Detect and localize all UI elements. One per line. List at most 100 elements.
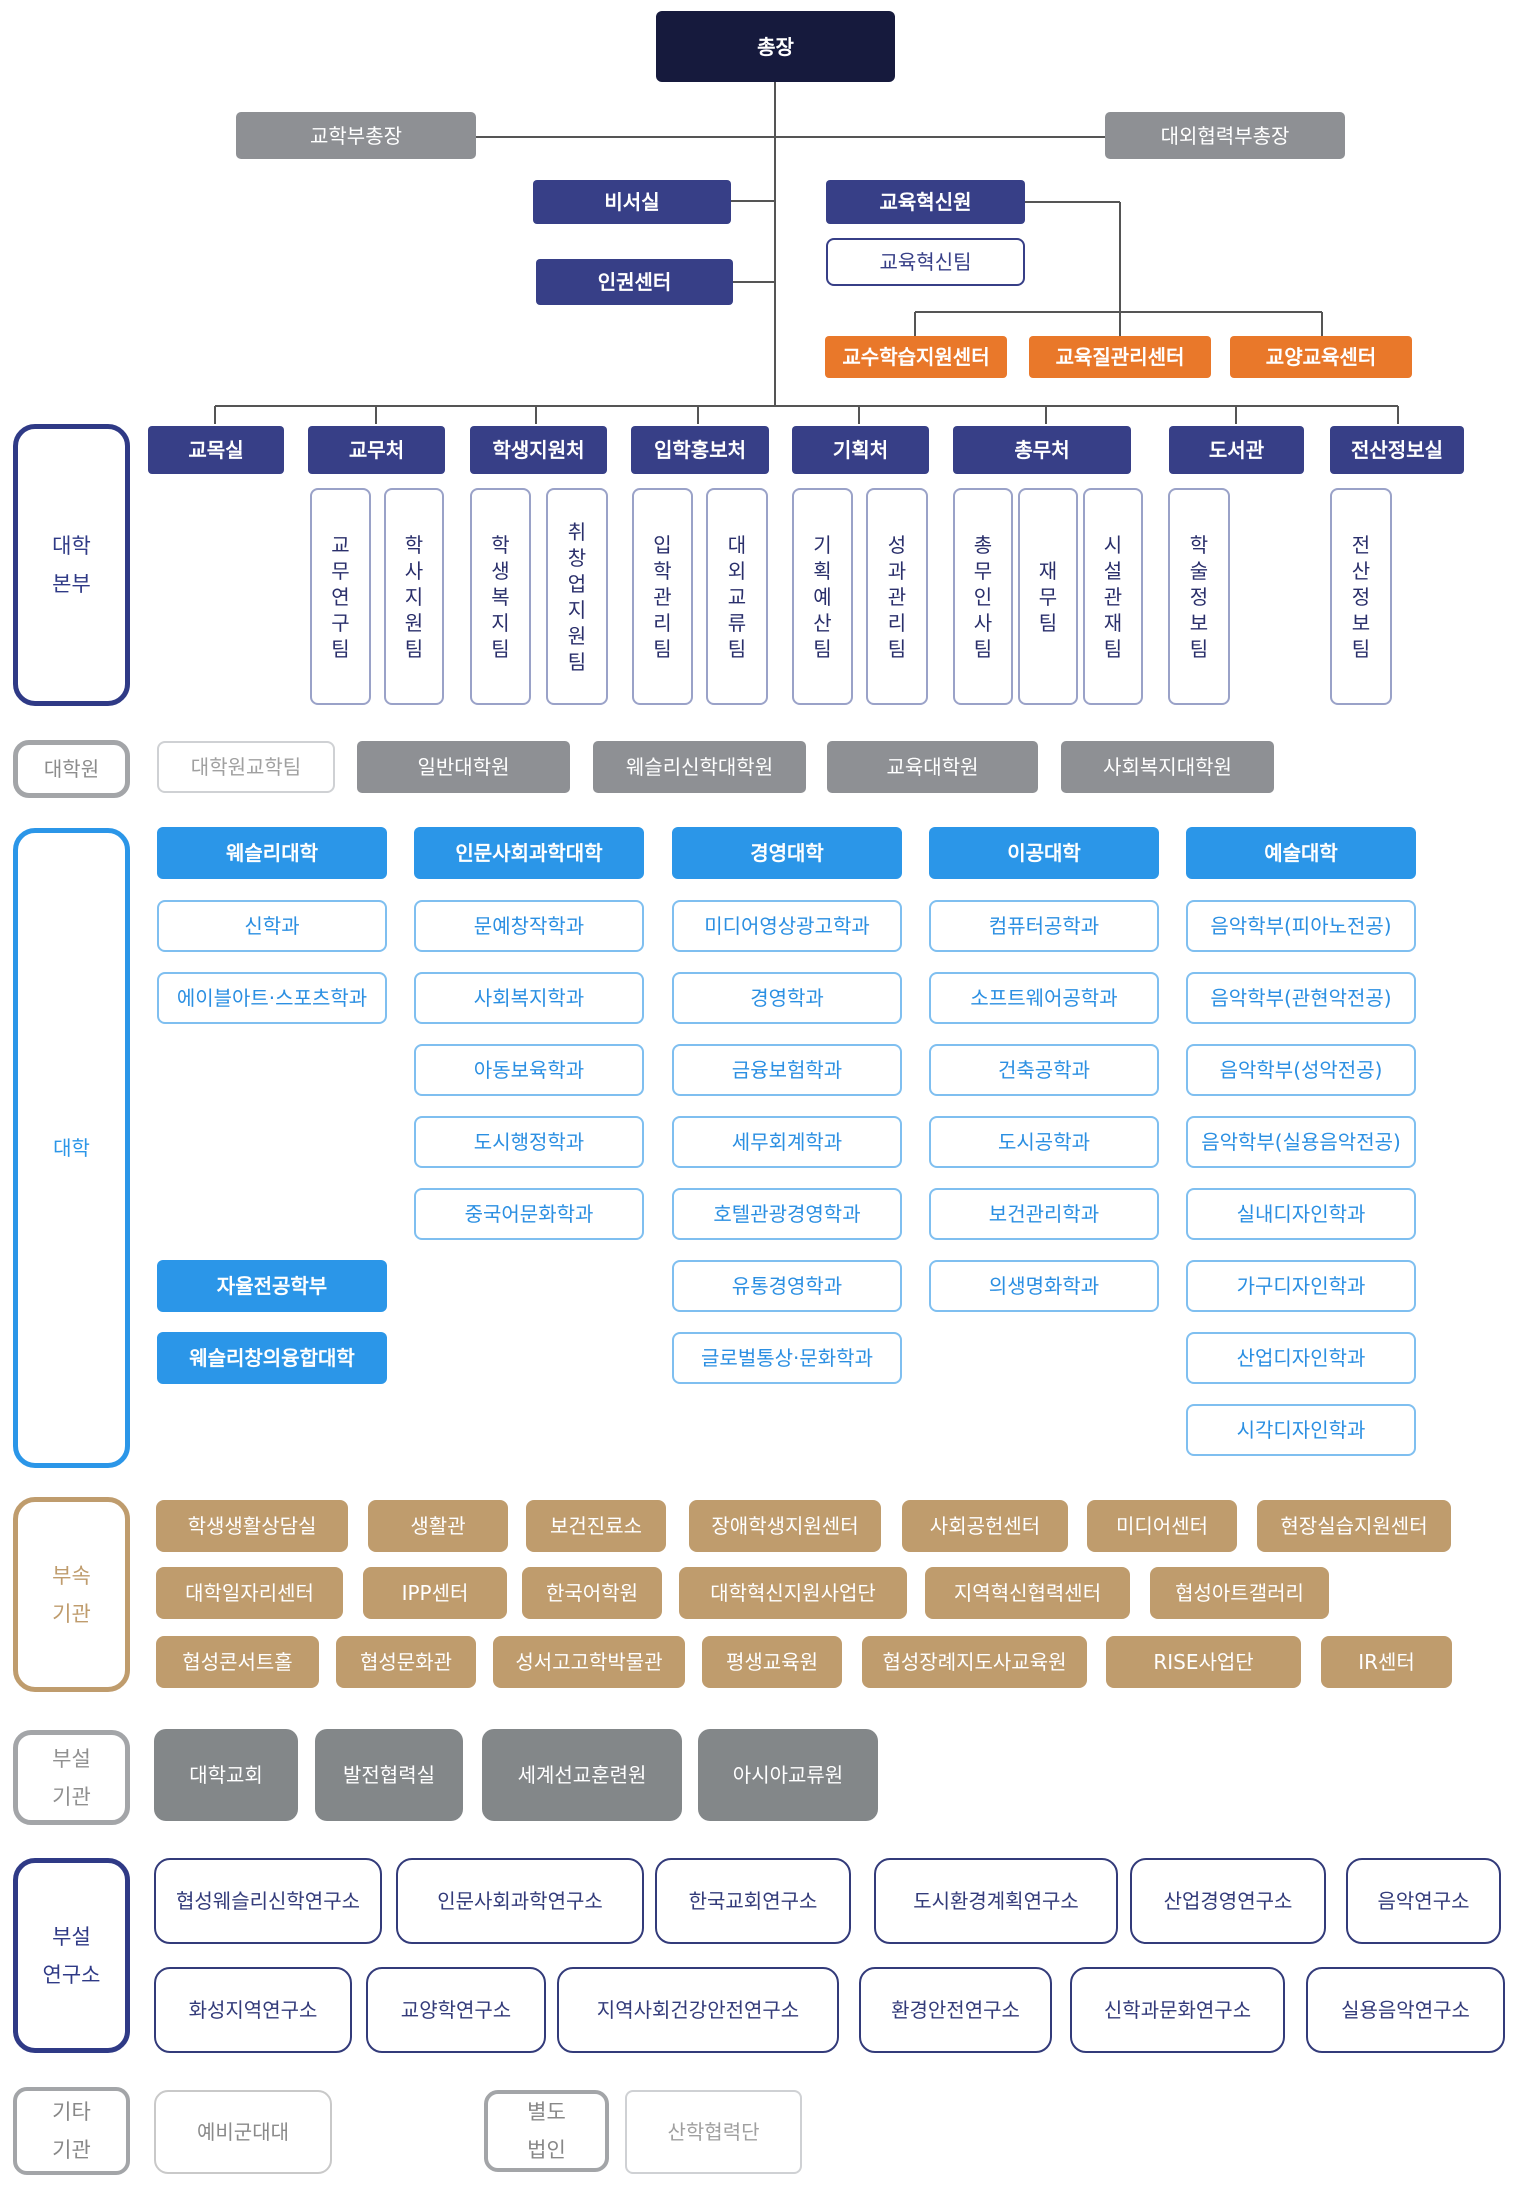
research-1-3[interactable]: 환경안전연구소 [859, 1967, 1052, 2053]
affiliated-1-3[interactable]: 대학혁신지원사업단 [679, 1567, 907, 1619]
affiliated-1-5[interactable]: 협성아트갤러리 [1150, 1567, 1329, 1619]
free-major-school[interactable]: 자율전공학부 [157, 1260, 387, 1312]
college-4[interactable]: 예술대학 [1186, 827, 1416, 879]
affiliated-0-4[interactable]: 사회공헌센터 [902, 1500, 1068, 1552]
dept-4-2[interactable]: 음악학부(성악전공) [1186, 1044, 1416, 1096]
vice-president-external[interactable]: 대외협력부총장 [1105, 112, 1345, 159]
center-0[interactable]: 교수학습지원센터 [825, 336, 1007, 378]
annex-0[interactable]: 대학교회 [154, 1729, 298, 1821]
affiliated-0-1[interactable]: 생활관 [368, 1500, 508, 1552]
affiliated-2-0[interactable]: 협성콘서트홀 [156, 1636, 319, 1688]
dept-3-4[interactable]: 보건관리학과 [929, 1188, 1159, 1240]
industry-academic-foundation[interactable]: 산학협력단 [625, 2090, 802, 2174]
education-innovation-institute[interactable]: 교육혁신원 [826, 180, 1025, 224]
dept-1-2[interactable]: 아동보육학과 [414, 1044, 644, 1096]
research-1-0[interactable]: 화성지역연구소 [154, 1967, 352, 2053]
office-6[interactable]: 도서관 [1169, 426, 1304, 474]
dept-4-3[interactable]: 음악학부(실용음악전공) [1186, 1116, 1416, 1168]
research-0-2[interactable]: 한국교회연구소 [655, 1858, 851, 1944]
office-5[interactable]: 총무처 [953, 426, 1131, 474]
office-1[interactable]: 교무처 [308, 426, 445, 474]
dept-2-1[interactable]: 경영학과 [672, 972, 902, 1024]
dept-1-1[interactable]: 사회복지학과 [414, 972, 644, 1024]
office-7[interactable]: 전산정보실 [1330, 426, 1464, 474]
education-innovation-team[interactable]: 교육혁신팀 [826, 238, 1025, 286]
dept-4-0[interactable]: 음악학부(피아노전공) [1186, 900, 1416, 952]
secretary-office[interactable]: 비서실 [533, 180, 731, 224]
research-1-1[interactable]: 교양학연구소 [366, 1967, 546, 2053]
affiliated-1-0[interactable]: 대학일자리센터 [156, 1567, 343, 1619]
wesley-creative-college[interactable]: 웨슬리창의융합대학 [157, 1332, 387, 1384]
dept-2-4[interactable]: 호텔관광경영학과 [672, 1188, 902, 1240]
center-2[interactable]: 교양교육센터 [1230, 336, 1412, 378]
vice-president-academic[interactable]: 교학부총장 [236, 112, 476, 159]
dept-4-6[interactable]: 산업디자인학과 [1186, 1332, 1416, 1384]
grad-school-2[interactable]: 교육대학원 [827, 741, 1038, 793]
research-0-5[interactable]: 음악연구소 [1346, 1858, 1501, 1944]
human-rights-center[interactable]: 인권센터 [536, 259, 733, 305]
dept-3-1[interactable]: 소프트웨어공학과 [929, 972, 1159, 1024]
research-0-0[interactable]: 협성웨슬리신학연구소 [154, 1858, 382, 1944]
dept-2-2[interactable]: 금융보험학과 [672, 1044, 902, 1096]
reserve-battalion[interactable]: 예비군대대 [154, 2090, 332, 2174]
dept-2-6[interactable]: 글로벌통상·문화학과 [672, 1332, 902, 1384]
grad-team[interactable]: 대학원교학팀 [157, 741, 335, 793]
dept-4-7[interactable]: 시각디자인학과 [1186, 1404, 1416, 1456]
dept-3-2[interactable]: 건축공학과 [929, 1044, 1159, 1096]
dept-1-3[interactable]: 도시행정학과 [414, 1116, 644, 1168]
president-box[interactable]: 총장 [656, 11, 895, 82]
dept-0-1[interactable]: 에이블아트·스포츠학과 [157, 972, 387, 1024]
college-2[interactable]: 경영대학 [672, 827, 902, 879]
college-3[interactable]: 이공대학 [929, 827, 1159, 879]
dept-4-4[interactable]: 실내디자인학과 [1186, 1188, 1416, 1240]
dept-2-0[interactable]: 미디어영상광고학과 [672, 900, 902, 952]
affiliated-1-1[interactable]: IPP센터 [363, 1567, 507, 1619]
affiliated-2-4[interactable]: 협성장례지도사교육원 [862, 1636, 1087, 1688]
research-0-1[interactable]: 인문사회과학연구소 [396, 1858, 644, 1944]
annex-3[interactable]: 아시아교류원 [698, 1729, 878, 1821]
dept-2-5[interactable]: 유통경영학과 [672, 1260, 902, 1312]
dept-3-3[interactable]: 도시공학과 [929, 1116, 1159, 1168]
office-2[interactable]: 학생지원처 [470, 426, 607, 474]
college-0[interactable]: 웨슬리대학 [157, 827, 387, 879]
grad-school-0[interactable]: 일반대학원 [357, 741, 570, 793]
annex-2[interactable]: 세계선교훈련원 [482, 1729, 682, 1821]
affiliated-2-1[interactable]: 협성문화관 [336, 1636, 476, 1688]
grad-school-3[interactable]: 사회복지대학원 [1061, 741, 1274, 793]
dept-3-0[interactable]: 컴퓨터공학과 [929, 900, 1159, 952]
dept-2-3[interactable]: 세무회계학과 [672, 1116, 902, 1168]
dept-1-4[interactable]: 중국어문화학과 [414, 1188, 644, 1240]
affiliated-2-6[interactable]: IR센터 [1321, 1636, 1452, 1688]
affiliated-2-5[interactable]: RISE사업단 [1106, 1636, 1301, 1688]
affiliated-0-2[interactable]: 보건진료소 [526, 1500, 666, 1552]
annex-1[interactable]: 발전협력실 [315, 1729, 463, 1821]
dept-4-5[interactable]: 가구디자인학과 [1186, 1260, 1416, 1312]
research-0-3[interactable]: 도시환경계획연구소 [874, 1858, 1118, 1944]
office-4[interactable]: 기획처 [792, 426, 929, 474]
college-1[interactable]: 인문사회과학대학 [414, 827, 644, 879]
dept-4-1[interactable]: 음악학부(관현악전공) [1186, 972, 1416, 1024]
research-1-5[interactable]: 실용음악연구소 [1306, 1967, 1505, 2053]
research-1-2[interactable]: 지역사회건강안전연구소 [557, 1967, 839, 2053]
affiliated-0-0[interactable]: 학생생활상담실 [156, 1500, 348, 1552]
grad-school-1[interactable]: 웨슬리신학대학원 [593, 741, 806, 793]
affiliated-1-4[interactable]: 지역혁신협력센터 [925, 1567, 1130, 1619]
affiliated-0-3[interactable]: 장애학생지원센터 [689, 1500, 881, 1552]
research-1-4[interactable]: 신학과문화연구소 [1070, 1967, 1285, 2053]
dept-3-5[interactable]: 의생명화학과 [929, 1260, 1159, 1312]
affiliated-1-2[interactable]: 한국어학원 [522, 1567, 662, 1619]
affiliated-2-3[interactable]: 평생교육원 [702, 1636, 842, 1688]
affiliated-0-6[interactable]: 현장실습지원센터 [1257, 1500, 1451, 1552]
